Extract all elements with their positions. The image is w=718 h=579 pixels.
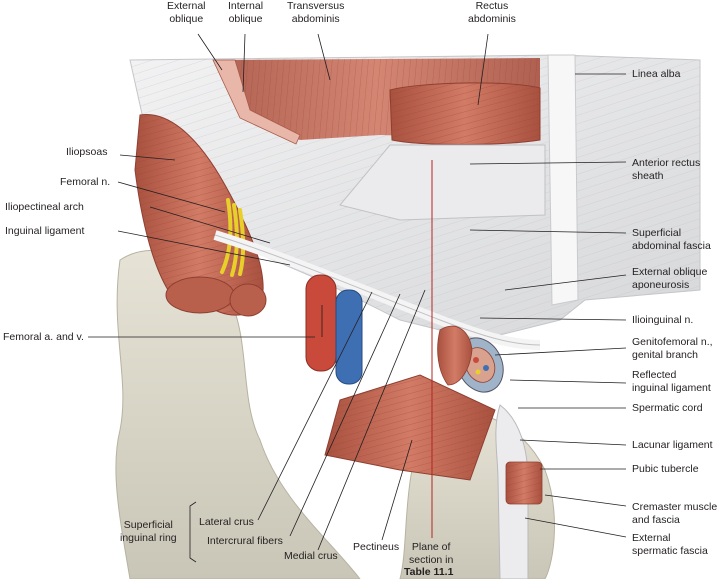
label-pubic-tubercle: Pubic tubercle <box>632 463 699 475</box>
label-cremaster-muscle: Cremaster muscle and fascia <box>632 501 718 526</box>
label-iliopsoas: Iliopsoas <box>66 146 108 158</box>
label-ilioinguinal-n: Ilioinguinal n. <box>632 314 694 326</box>
femoral-vein-shape <box>335 289 363 385</box>
label-superficial-inguinal-ring: Superficial inguinal ring <box>120 519 177 544</box>
label-superficial-abdominal-fascia: Superficial abdominal fascia <box>632 227 711 252</box>
femoral-artery-shape <box>305 274 337 372</box>
label-table-ref: Table 11.1 <box>404 566 454 578</box>
external-oblique-edge <box>212 59 301 145</box>
label-plane-of-section: Plane of section in <box>409 541 454 566</box>
label-linea-alba: Linea alba <box>632 68 681 80</box>
label-genitofemoral-n: Genitofemoral n., genital branch <box>632 336 713 361</box>
leader-lines <box>88 33 627 563</box>
label-femoral-n: Femoral n. <box>60 176 111 188</box>
label-inguinal-ligament: Inguinal ligament <box>5 225 85 237</box>
label-lacunar-ligament: Lacunar ligament <box>632 439 713 451</box>
label-iliopectineal-arch: Iliopectineal arch <box>5 201 84 213</box>
label-medial-crus: Medial crus <box>284 550 338 562</box>
label-external-spermatic-fascia: External spermatic fascia <box>632 532 708 557</box>
label-femoral-a-v: Femoral a. and v. <box>3 331 84 343</box>
label-external-oblique: External oblique <box>167 0 206 25</box>
label-rectus-abdominis: Rectus abdominis <box>468 0 516 25</box>
label-spermatic-cord: Spermatic cord <box>632 402 703 414</box>
label-lateral-crus: Lateral crus <box>199 516 254 528</box>
label-internal-oblique: Internal oblique <box>228 0 264 25</box>
label-anterior-rectus-sheath: Anterior rectus sheath <box>632 157 701 182</box>
label-transversus-abdominis: Transversus abdominis <box>287 0 345 25</box>
label-reflected-inguinal-ligament: Reflected inguinal ligament <box>632 369 711 394</box>
label-external-oblique-aponeurosis: External oblique aponeurosis <box>632 266 708 291</box>
cremaster-left-shape <box>437 325 473 386</box>
label-intercrural-fibers: Intercrural fibers <box>207 535 283 547</box>
label-pectineus: Pectineus <box>353 541 400 553</box>
linea-alba-shape <box>547 54 579 306</box>
